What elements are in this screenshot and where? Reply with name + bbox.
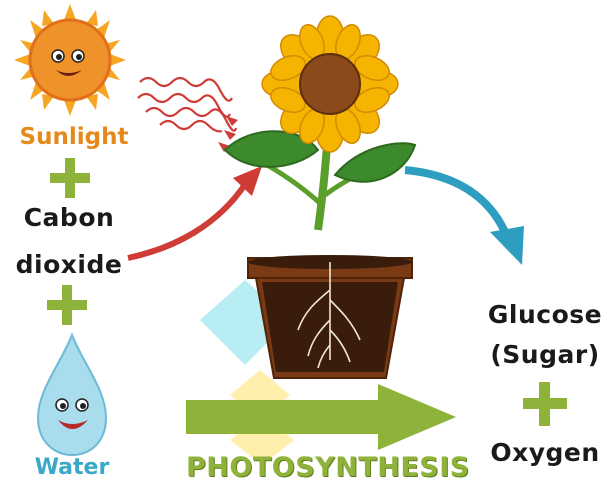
process-arrow xyxy=(186,384,456,450)
glucose-arrow xyxy=(405,170,524,265)
label-dioxide: dioxide xyxy=(14,250,124,279)
sun-character-icon xyxy=(14,4,126,116)
label-sugar: (Sugar) xyxy=(484,340,606,369)
label-cabon: Cabon xyxy=(14,203,124,232)
sun-rays-arrows xyxy=(138,78,236,131)
label-water: Water xyxy=(22,455,122,480)
label-glucose: Glucose xyxy=(484,300,606,329)
label-photosynthesis: PHOTOSYNTHESIS xyxy=(186,452,456,483)
co2-arrow xyxy=(128,166,262,258)
plus-icon xyxy=(50,158,90,198)
label-oxygen: Oxygen xyxy=(484,438,606,467)
label-sunlight: Sunlight xyxy=(18,124,130,150)
plus-icon xyxy=(47,285,87,325)
plus-icon xyxy=(523,382,567,426)
water-drop-character-icon xyxy=(38,335,106,455)
